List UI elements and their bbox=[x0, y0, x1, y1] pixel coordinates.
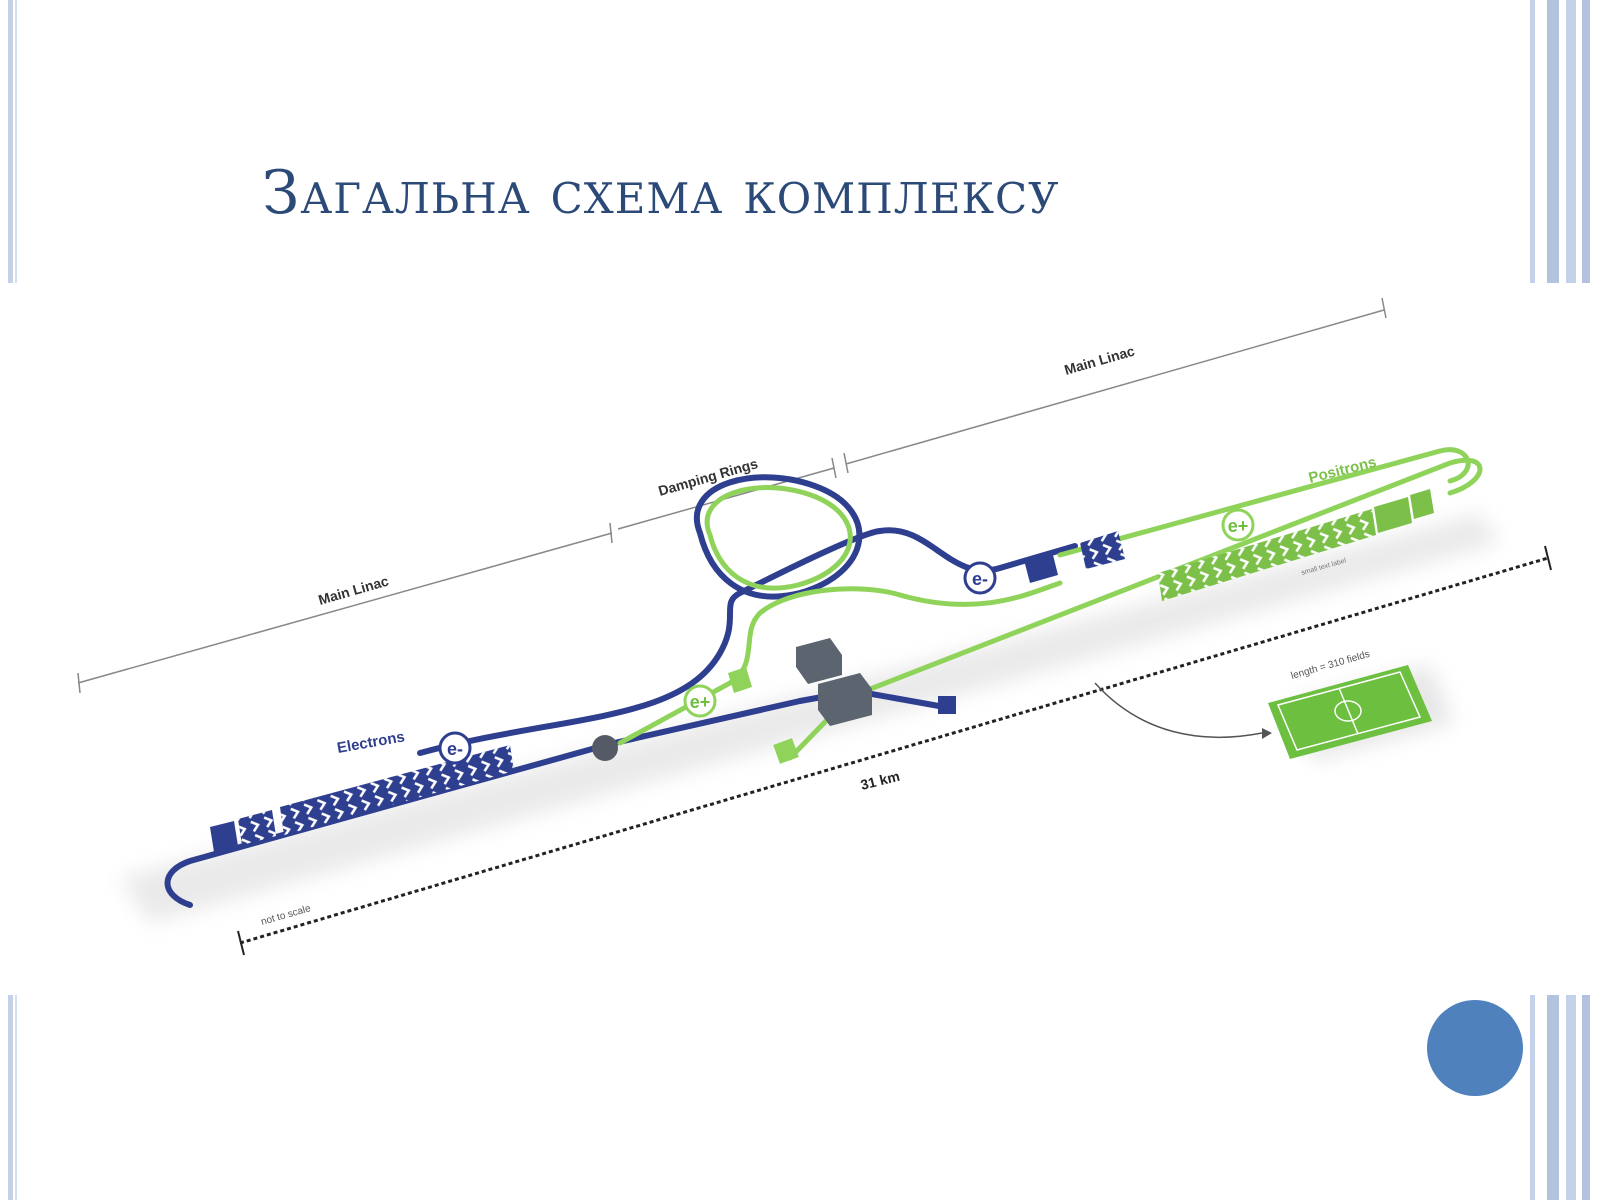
left-bottom-bar bbox=[8, 995, 13, 1200]
length-line bbox=[237, 545, 1552, 956]
undulator-block bbox=[1024, 551, 1058, 583]
electron-line-rtml bbox=[607, 698, 803, 747]
label-electrons: Electrons bbox=[336, 728, 406, 757]
detector-main bbox=[818, 673, 872, 726]
marker-ring bbox=[963, 561, 997, 595]
marker-electrons bbox=[438, 731, 472, 765]
particle-markers: e- e- e+ e+ bbox=[438, 508, 1255, 765]
electron-gun bbox=[592, 735, 618, 761]
positron-linac bbox=[1158, 489, 1434, 601]
positron-compressor bbox=[728, 667, 752, 693]
damping-ring-electron bbox=[694, 474, 863, 600]
ilc-diagram-svg: e- e- e+ e+ Main Linac Dam bbox=[77, 297, 1552, 956]
positron-main-line bbox=[857, 457, 1483, 696]
electron-dump bbox=[938, 696, 956, 714]
positron-dump bbox=[773, 738, 799, 764]
marker-positron-right bbox=[1221, 508, 1255, 542]
positron-upper-line bbox=[1057, 447, 1471, 558]
right-bottom-bar-3 bbox=[1566, 995, 1576, 1200]
dim-main-linac-right bbox=[845, 309, 1385, 465]
slide-title: Загальна схема комплексу bbox=[262, 158, 1060, 228]
right-top-bar-3 bbox=[1566, 0, 1576, 283]
electron-to-ring bbox=[417, 528, 883, 756]
left-top-bar-thin bbox=[15, 0, 17, 283]
right-top-bar-4 bbox=[1582, 0, 1590, 283]
marker-positron-left bbox=[683, 684, 717, 718]
detector-upper bbox=[796, 638, 842, 684]
right-bottom-bar-4 bbox=[1582, 995, 1590, 1200]
label-positrons: Positrons bbox=[1307, 454, 1378, 487]
damping-ring bbox=[694, 474, 863, 600]
svg-text:e-: e- bbox=[447, 739, 463, 759]
damping-ring-positron bbox=[704, 485, 853, 591]
svg-text:e-: e- bbox=[972, 569, 988, 589]
right-top-bar-1 bbox=[1530, 0, 1535, 283]
positron-beam bbox=[617, 447, 1483, 761]
accent-circle bbox=[1427, 1000, 1523, 1096]
field-surface bbox=[1268, 665, 1432, 759]
right-top-bar-2 bbox=[1547, 0, 1559, 283]
electron-main-line bbox=[164, 741, 613, 908]
complex-shadow bbox=[120, 513, 1500, 923]
right-bottom-bar-1 bbox=[1530, 995, 1535, 1200]
label-main-linac-left: Main Linac bbox=[316, 573, 390, 608]
dim-main-linac-left bbox=[77, 532, 613, 684]
label-31km: 31 km bbox=[859, 768, 901, 793]
electron-linac bbox=[210, 745, 514, 852]
label-field-length: length = 310 fields bbox=[1290, 649, 1371, 682]
positron-to-ring bbox=[617, 580, 1063, 746]
football-field bbox=[1094, 665, 1454, 761]
label-main-linac-right: Main Linac bbox=[1062, 343, 1136, 378]
label-not-to-scale: not to scale bbox=[260, 903, 313, 928]
left-bottom-bar-thin bbox=[15, 995, 17, 1200]
right-bottom-bar-2 bbox=[1547, 995, 1559, 1200]
components bbox=[592, 531, 1125, 764]
svg-text:e+: e+ bbox=[1228, 516, 1249, 536]
ilc-diagram: e- e- e+ e+ Main Linac Dam bbox=[0, 283, 1600, 985]
svg-text:e+: e+ bbox=[690, 692, 711, 712]
left-top-bar bbox=[8, 0, 13, 283]
